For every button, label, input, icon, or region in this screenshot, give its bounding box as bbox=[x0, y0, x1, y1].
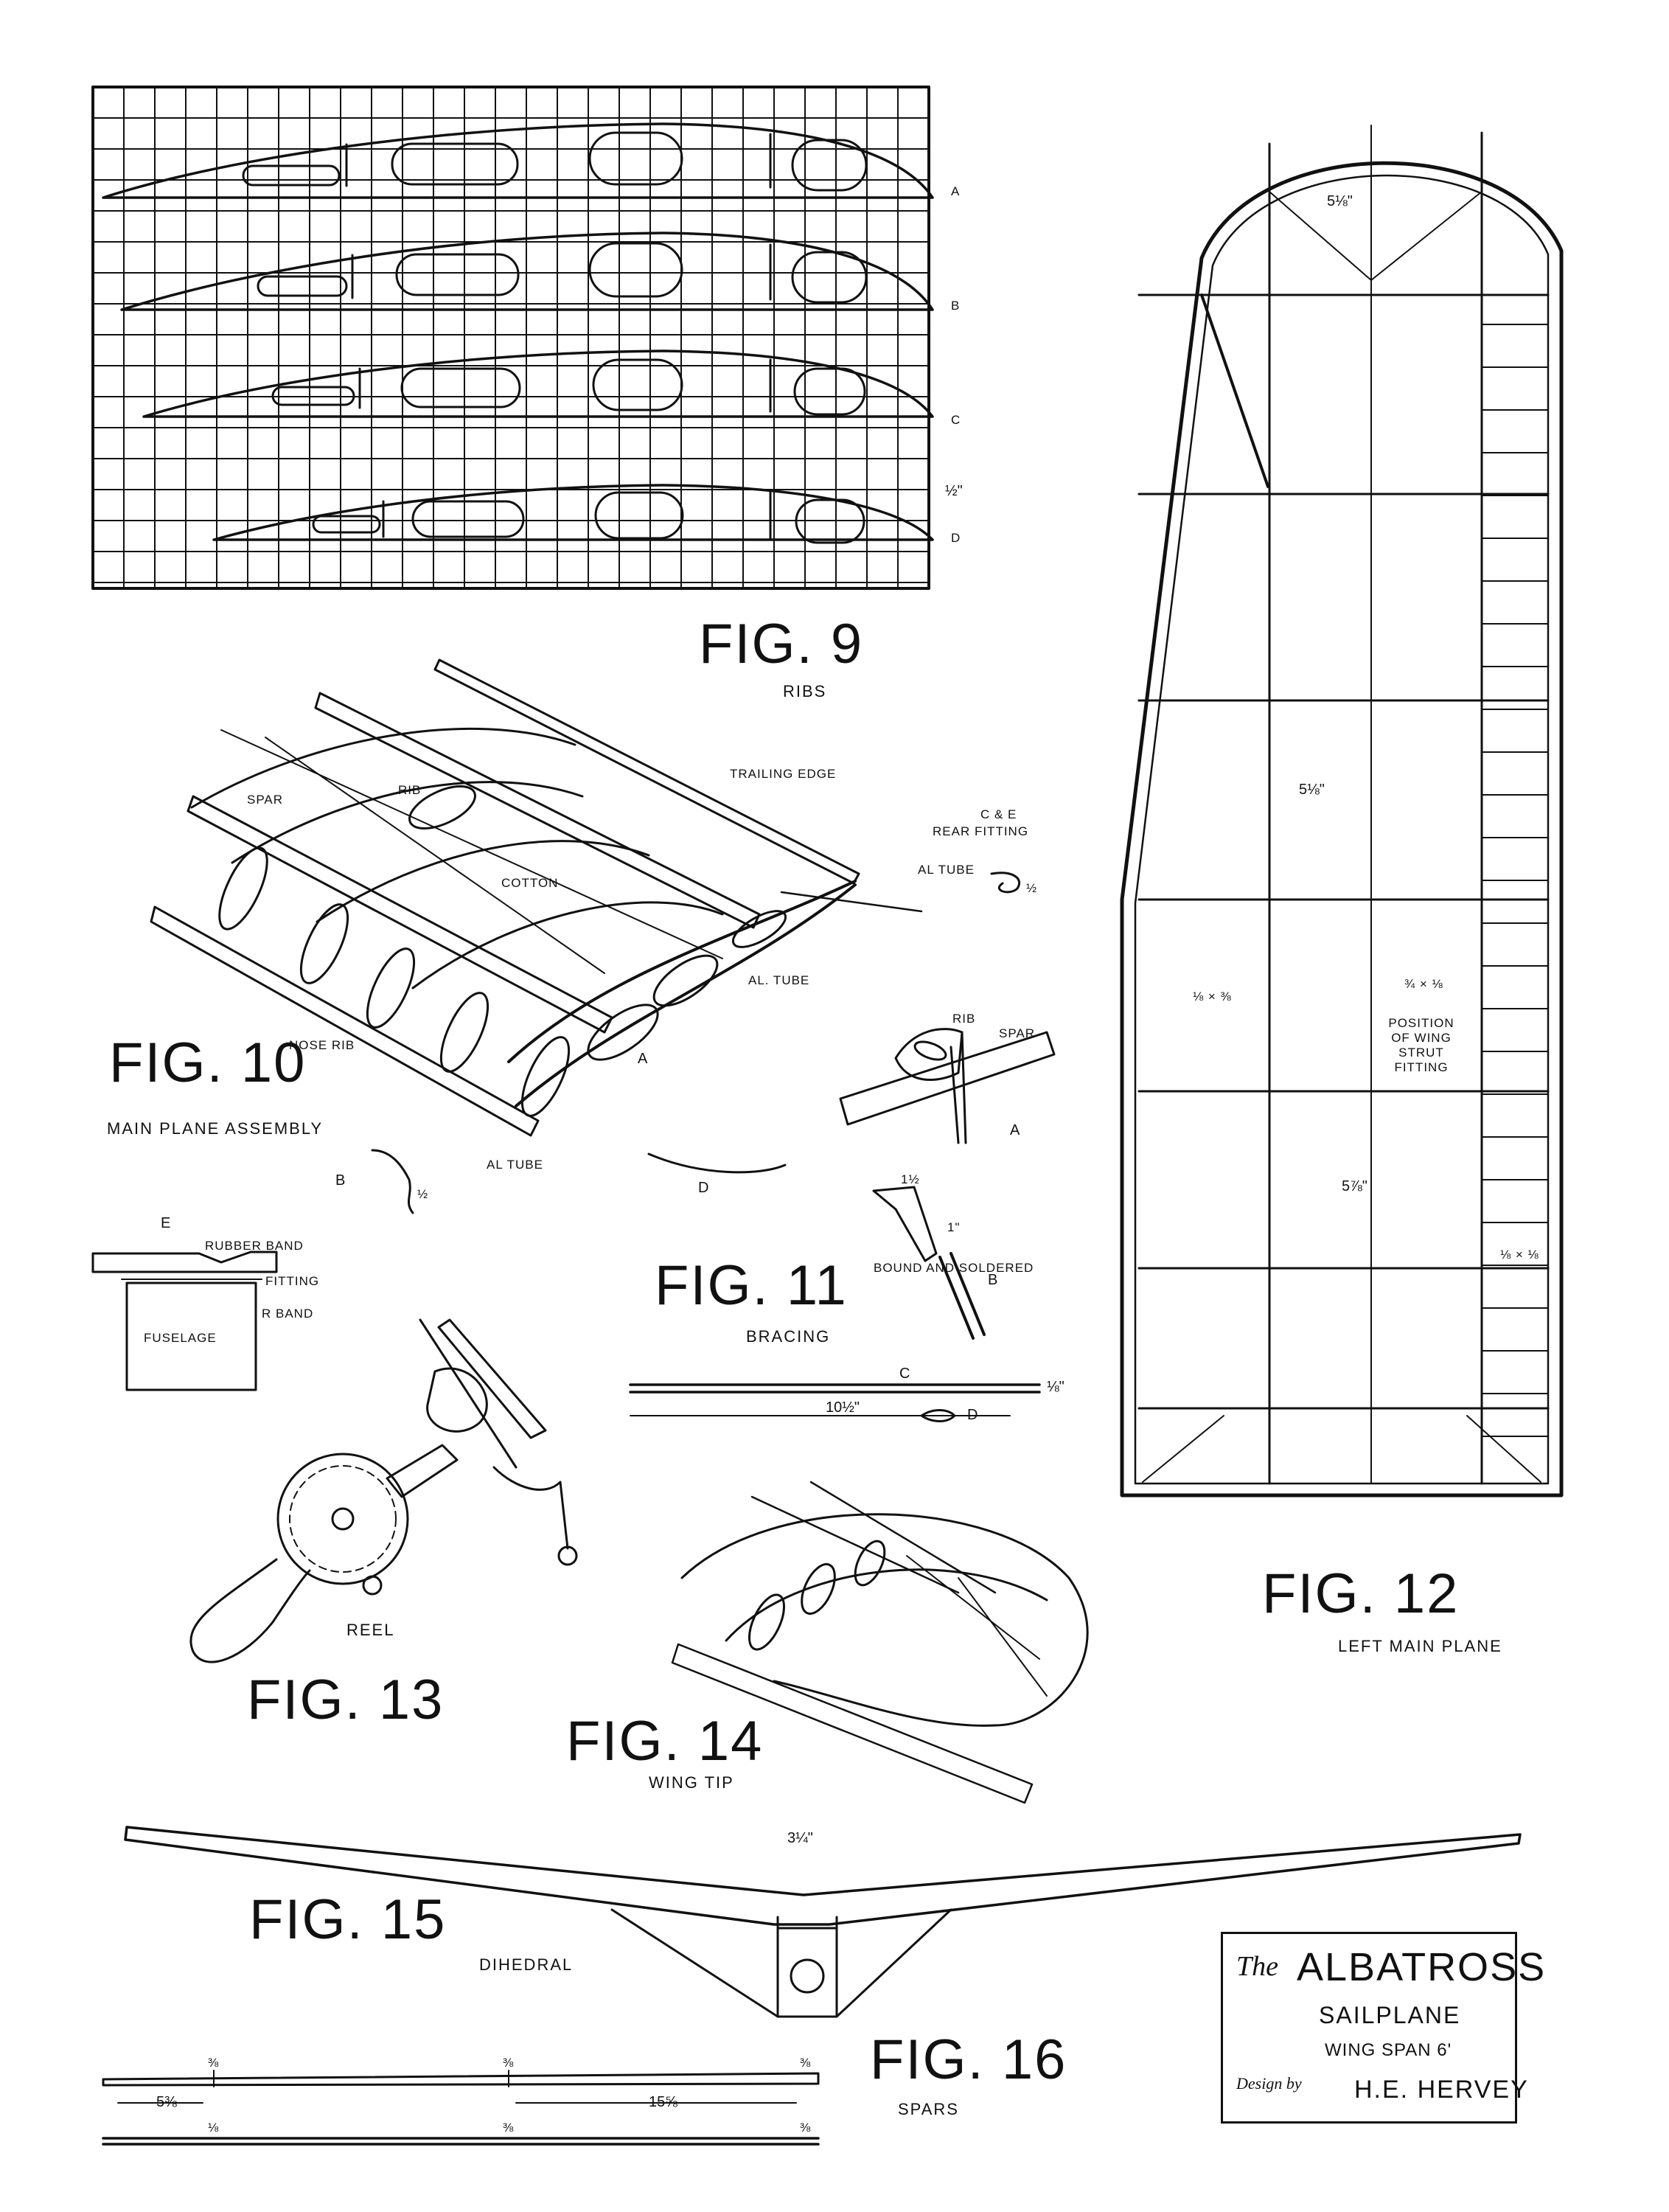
fig13-reel bbox=[189, 1318, 578, 1663]
fig13-caption: REEL bbox=[346, 1621, 395, 1639]
fig13-title: FIG. 13 bbox=[247, 1669, 445, 1731]
bracing-spar-label: SPAR bbox=[999, 1026, 1036, 1040]
fig16-caption: SPARS bbox=[898, 2100, 959, 2118]
rib-label-c: C bbox=[951, 413, 961, 427]
spar-dim-1: 5⅜ bbox=[156, 2094, 177, 2110]
callout-point-b: B bbox=[335, 1172, 346, 1189]
callout-point-a: A bbox=[638, 1051, 648, 1067]
wing-dim-left-strip: ⅛ × ⅜ bbox=[1193, 990, 1232, 1004]
fuselage-detail bbox=[91, 1251, 278, 1391]
fig14-caption: WING TIP bbox=[649, 1773, 734, 1792]
callout-point-d: D bbox=[698, 1180, 709, 1196]
wing-dim-top: 5⅛" bbox=[1327, 193, 1353, 209]
title-block: The ALBATROSS SAILPLANE WING SPAN 6' Des… bbox=[1221, 1932, 1544, 2124]
rib-a bbox=[102, 122, 934, 199]
callout-nose-rib: NOSE RIB bbox=[289, 1038, 355, 1052]
fig9-title: FIG. 9 bbox=[699, 613, 864, 675]
wing-dim-mid: 5⅛" bbox=[1299, 782, 1325, 798]
fig15-title: FIG. 15 bbox=[249, 1888, 447, 1951]
rib-label-d: D bbox=[951, 531, 961, 545]
callout-spar: SPAR bbox=[247, 793, 284, 807]
spar-mark-3: ⅜ bbox=[800, 2056, 812, 2070]
callout-rib: RIB bbox=[398, 783, 422, 797]
callout-dim-b: ½ bbox=[417, 1187, 429, 1201]
bracing-dim-top: 1½ bbox=[901, 1172, 920, 1186]
spar-mark-5: ⅜ bbox=[503, 2121, 515, 2135]
fig11-bracing bbox=[629, 1028, 1056, 1422]
fig10-caption: MAIN PLANE ASSEMBLY bbox=[107, 1119, 324, 1138]
fig12-title: FIG. 12 bbox=[1262, 1562, 1460, 1625]
spar-dim-2: 15⅝ bbox=[649, 2094, 677, 2110]
callout-al-tube-upper: AL TUBE bbox=[918, 863, 975, 877]
detail-e-letter: E bbox=[161, 1215, 171, 1231]
rib-label-b: B bbox=[951, 299, 961, 313]
bracing-rib-label: RIB bbox=[952, 1012, 976, 1026]
rib-label-a: A bbox=[951, 184, 961, 198]
title-span: WING SPAN 6' bbox=[1325, 2040, 1452, 2060]
rib-b bbox=[120, 232, 934, 311]
bracing-point-c: C bbox=[899, 1366, 910, 1382]
title-the: The bbox=[1236, 1951, 1278, 1982]
fig9-caption: RIBS bbox=[783, 682, 827, 700]
fuselage-label: FUSELAGE bbox=[144, 1331, 217, 1345]
bracing-point-d: D bbox=[967, 1407, 978, 1423]
title-type: SAILPLANE bbox=[1319, 2002, 1461, 2028]
wing-dim-right-strip-upper: ¾ × ⅛ bbox=[1404, 977, 1443, 991]
fig15-dihedral bbox=[124, 1826, 1522, 2018]
bracing-bound-note: BOUND AND SOLDERED bbox=[874, 1261, 1034, 1275]
fig15-caption: DIHEDRAL bbox=[479, 1955, 574, 1974]
bracing-dim-side: 1" bbox=[947, 1220, 961, 1234]
bracing-point-a: A bbox=[1010, 1122, 1020, 1138]
callout-cotton: COTTON bbox=[501, 876, 559, 890]
grid-scale-label: ½" bbox=[945, 483, 963, 499]
rubber-band-label: RUBBER BAND bbox=[205, 1239, 304, 1253]
bracing-dim-diameter: ⅛" bbox=[1047, 1379, 1065, 1395]
callout-al-tube-lower: AL TUBE bbox=[487, 1158, 543, 1172]
strut-fitting-note: POSITION OF WING STRUT FITTING bbox=[1388, 1016, 1454, 1074]
wing-dim-right-strip-lower: ⅛ × ⅛ bbox=[1500, 1248, 1539, 1262]
spar-mark-4: ⅛ bbox=[208, 2121, 220, 2135]
spar-mark-1: ⅜ bbox=[208, 2056, 220, 2070]
callout-dim-c: ½ bbox=[1026, 881, 1038, 895]
fig14-wing-tip bbox=[671, 1481, 1089, 1804]
fig9-rib-grid bbox=[91, 86, 934, 590]
fitting-label: FITTING bbox=[265, 1274, 320, 1288]
fig10-title: FIG. 10 bbox=[109, 1032, 307, 1094]
r-band-label: R BAND bbox=[262, 1307, 314, 1321]
fig16-spars bbox=[102, 2070, 820, 2146]
callout-trailing-edge: TRAILING EDGE bbox=[730, 767, 837, 781]
dihedral-dim: 3¼" bbox=[787, 1830, 813, 1846]
fig12-left-main-plane bbox=[1120, 125, 1564, 1498]
fig10-assembly bbox=[150, 658, 1020, 1214]
callout-rear-fitting: REAR FITTING bbox=[933, 824, 1029, 838]
title-design-by: Design by bbox=[1236, 2074, 1302, 2093]
title-name: ALBATROSS bbox=[1297, 1945, 1547, 1989]
spar-mark-2: ⅜ bbox=[503, 2056, 515, 2070]
callout-rear-fitting-letters: C & E bbox=[980, 807, 1017, 821]
rib-d bbox=[212, 484, 934, 544]
bracing-dim-length: 10½" bbox=[826, 1399, 860, 1416]
fig14-title: FIG. 14 bbox=[566, 1710, 764, 1773]
bracing-point-b: B bbox=[988, 1272, 998, 1288]
fig16-title: FIG. 16 bbox=[870, 2028, 1067, 2091]
rib-c bbox=[142, 349, 934, 418]
spar-mark-6: ⅜ bbox=[800, 2121, 812, 2135]
title-designer: H.E. HERVEY bbox=[1354, 2076, 1529, 2104]
callout-al-tube-mid: AL. TUBE bbox=[748, 973, 810, 987]
wing-dim-bottom: 5⅞" bbox=[1342, 1178, 1367, 1194]
fig11-title: FIG. 11 bbox=[655, 1254, 848, 1317]
fig12-caption: LEFT MAIN PLANE bbox=[1338, 1637, 1502, 1655]
fig11-caption: BRACING bbox=[746, 1327, 831, 1346]
